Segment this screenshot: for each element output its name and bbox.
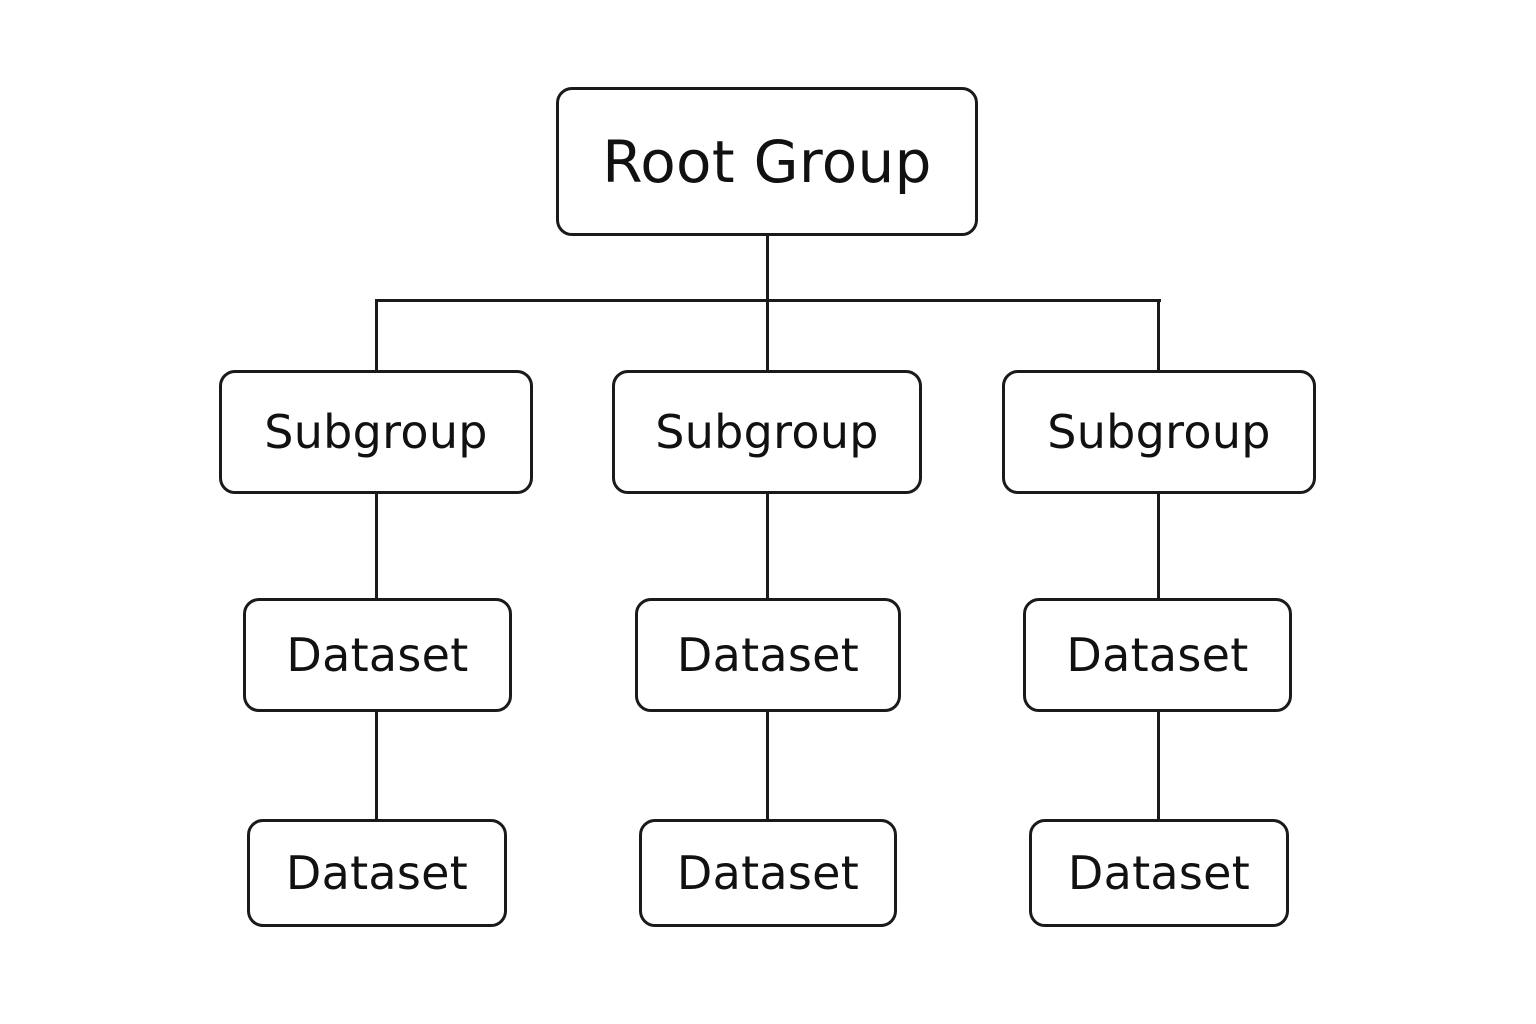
root-group-label: Root Group xyxy=(602,127,932,196)
subgroup-node-2: Subgroup xyxy=(612,370,922,494)
dataset-node-branch-1-2: Dataset xyxy=(247,819,507,927)
connector-subgroup-2-to-dataset-1 xyxy=(766,492,769,600)
connector-bus-to-subgroup-1 xyxy=(375,299,378,371)
dataset-label-branch-2-1: Dataset xyxy=(676,628,860,682)
connector-root-stem xyxy=(766,234,769,302)
connector-subgroup-1-to-dataset-1 xyxy=(375,492,378,600)
connector-bus-to-subgroup-3 xyxy=(1157,299,1160,371)
connector-bus-to-subgroup-2 xyxy=(766,299,769,371)
subgroup-label-2: Subgroup xyxy=(655,405,879,459)
subgroup-node-3: Subgroup xyxy=(1002,370,1316,494)
subgroup-label-3: Subgroup xyxy=(1047,405,1271,459)
dataset-label-branch-2-2: Dataset xyxy=(676,846,860,900)
connector-branch-2-dataset-1-to-dataset-2 xyxy=(766,710,769,821)
dataset-node-branch-3-2: Dataset xyxy=(1029,819,1289,927)
subgroup-label-1: Subgroup xyxy=(264,405,488,459)
dataset-node-branch-2-2: Dataset xyxy=(639,819,897,927)
root-group-node: Root Group xyxy=(556,87,978,236)
connector-branch-1-dataset-1-to-dataset-2 xyxy=(375,710,378,821)
dataset-node-branch-2-1: Dataset xyxy=(635,598,901,712)
dataset-node-branch-1-1: Dataset xyxy=(243,598,512,712)
dataset-label-branch-3-1: Dataset xyxy=(1066,628,1249,682)
dataset-label-branch-3-2: Dataset xyxy=(1067,846,1251,900)
subgroup-node-1: Subgroup xyxy=(219,370,533,494)
dataset-node-branch-3-1: Dataset xyxy=(1023,598,1292,712)
connector-branch-3-dataset-1-to-dataset-2 xyxy=(1157,710,1160,821)
dataset-label-branch-1-1: Dataset xyxy=(286,628,469,682)
dataset-label-branch-1-2: Dataset xyxy=(285,846,469,900)
connector-subgroup-3-to-dataset-1 xyxy=(1157,492,1160,600)
